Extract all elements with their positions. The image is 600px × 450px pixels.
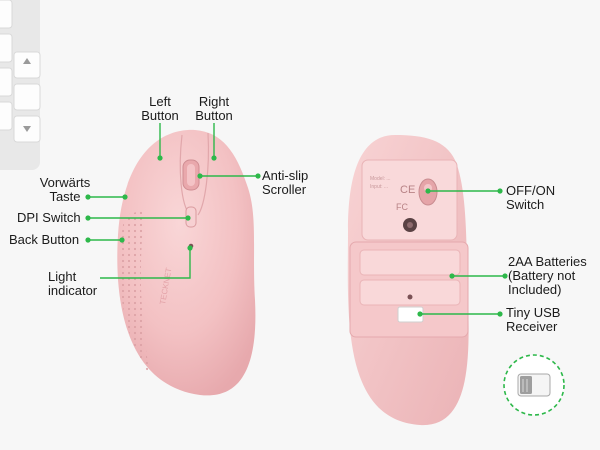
left-button-label: Left Button — [141, 94, 179, 123]
right-button-label: Right Button — [195, 94, 233, 123]
svg-text:Input: ...: Input: ... — [370, 184, 388, 190]
usb-receiver-label: Tiny USB Receiver — [506, 305, 561, 334]
back-button-label: Back Button — [9, 232, 80, 247]
off-on-switch-label: OFF/ON Switch — [506, 183, 556, 212]
vorwaerts-taste-label: Vorwärts Taste — [39, 175, 91, 204]
dpi-switch-label: DPI Switch — [17, 210, 81, 225]
light-indicator-label: Light indicator — [48, 269, 98, 298]
mouse-top-view: TECKNET — [117, 129, 256, 396]
svg-text:FC: FC — [396, 202, 408, 212]
svg-text:Model: ...: Model: ... — [370, 176, 391, 182]
anti-slip-scroller-label: Anti-slip Scroller — [262, 168, 309, 197]
callout-lines — [88, 123, 505, 315]
usb-receiver-closeup — [503, 354, 565, 416]
batteries-label: 2AA Batteries (Battery not Included) — [508, 254, 587, 297]
callout-dots — [85, 155, 508, 317]
svg-text:CE: CE — [400, 184, 415, 196]
keyboard — [0, 0, 41, 170]
mouse-bottom-view: Model: ... Input: ... CE FC — [347, 135, 469, 426]
